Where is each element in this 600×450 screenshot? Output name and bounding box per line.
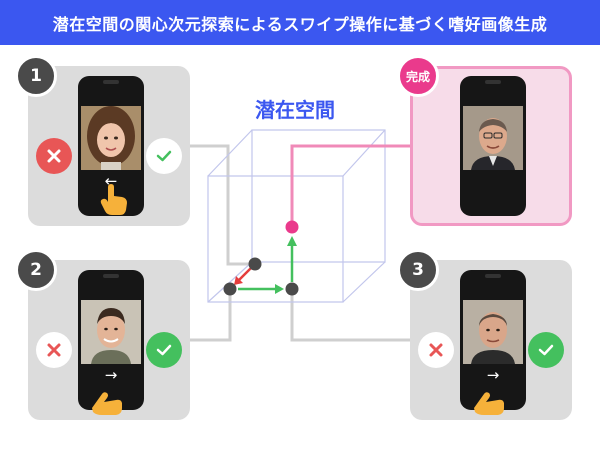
cross-icon	[47, 343, 61, 357]
check-icon	[156, 150, 172, 162]
step-panel-2: →	[28, 260, 190, 420]
move-arrow-reject-head	[234, 276, 243, 285]
swipe-right-arrow: →	[486, 366, 500, 384]
check-icon	[156, 344, 172, 356]
latent-cube	[207, 129, 386, 303]
accept-button[interactable]	[146, 138, 182, 174]
step-panel-1: ←	[28, 66, 190, 226]
step-badge-2: 2	[15, 249, 57, 291]
latent-point-step-3	[285, 282, 299, 296]
title-banner: 潜在空間の関心次元探索によるスワイプ操作に基づく嗜好画像生成	[0, 0, 600, 45]
cross-icon	[47, 149, 61, 163]
phone-notch	[485, 80, 501, 84]
phone-notch	[103, 274, 119, 278]
latent-point-step-2	[223, 282, 237, 296]
phone-notch	[103, 80, 119, 84]
page-title: 潜在空間の関心次元探索によるスワイプ操作に基づく嗜好画像生成	[52, 14, 548, 34]
move-arrow-accept-y-head	[287, 236, 297, 246]
accept-button[interactable]	[528, 332, 564, 368]
swipe-left-arrow: ←	[104, 172, 118, 190]
hand-pointer-icon	[100, 184, 127, 215]
latent-point-step-1	[248, 257, 262, 271]
swipe-right-arrow: →	[104, 366, 118, 384]
phone-mockup	[460, 76, 526, 216]
latent-point-result	[285, 220, 299, 234]
connector-step-1	[190, 144, 255, 266]
phone-notch	[485, 274, 501, 278]
phone-mockup: →	[78, 270, 144, 410]
cross-icon	[429, 343, 443, 357]
accept-button[interactable]	[146, 332, 182, 368]
check-icon	[538, 344, 554, 356]
step-panel-3: →	[410, 260, 572, 420]
phone-mockup: →	[460, 270, 526, 410]
reject-button[interactable]	[36, 332, 72, 368]
generated-image-young-man	[81, 300, 141, 364]
reject-button[interactable]	[36, 138, 72, 174]
connector-result	[290, 144, 410, 226]
step-badge-3: 3	[397, 249, 439, 291]
generated-image-child	[81, 106, 141, 170]
move-arrow-accept-x-head	[275, 284, 284, 294]
latent-space-title: 潜在空間	[255, 98, 335, 122]
connector-step-3	[290, 289, 410, 342]
connector-step-2	[190, 289, 232, 342]
result-panel	[410, 66, 572, 226]
step-badge-1: 1	[15, 55, 57, 97]
reject-button[interactable]	[418, 332, 454, 368]
hand-pointer-icon	[474, 392, 504, 415]
generated-image-older-man	[463, 300, 523, 364]
hand-pointer-icon	[92, 392, 122, 415]
result-badge: 完成	[397, 55, 439, 97]
generated-image-final	[463, 106, 523, 170]
